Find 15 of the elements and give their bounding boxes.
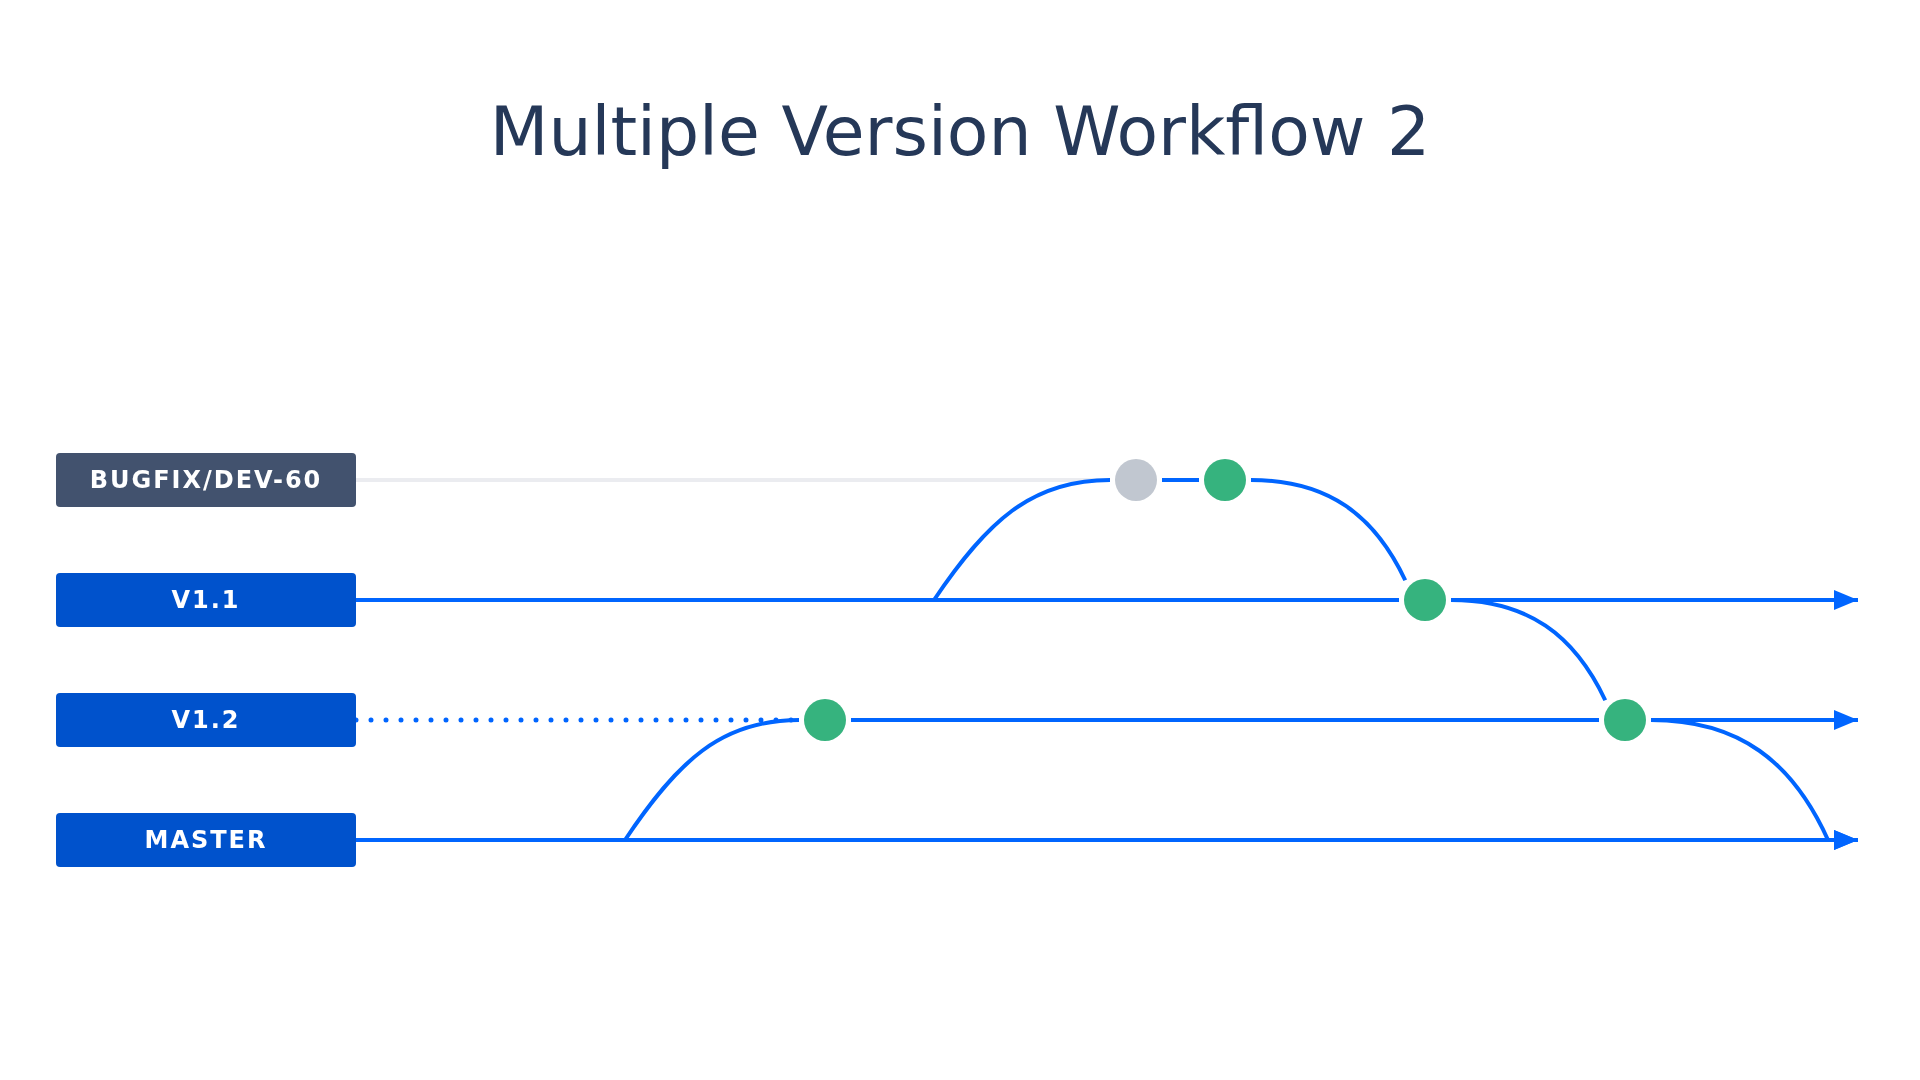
commit-dot [1404, 579, 1446, 621]
branch-line [1450, 598, 1608, 702]
branch-line [851, 718, 1599, 722]
commit-dot [1604, 699, 1646, 741]
branch-label: V1.2 [56, 693, 356, 747]
arrow [1650, 718, 1858, 850]
branch-label: V1.1 [56, 573, 356, 627]
branch-line [1162, 478, 1199, 482]
branch-line [1250, 478, 1408, 582]
commit-dot [804, 699, 846, 741]
commit-dot [1204, 459, 1246, 501]
branch-label: BUGFIX/DEV-60 [56, 453, 356, 507]
commit-dot [1115, 459, 1157, 501]
branch-label: MASTER [56, 813, 356, 867]
diagram-title: Multiple Version Workflow 2 [488, 92, 1432, 171]
